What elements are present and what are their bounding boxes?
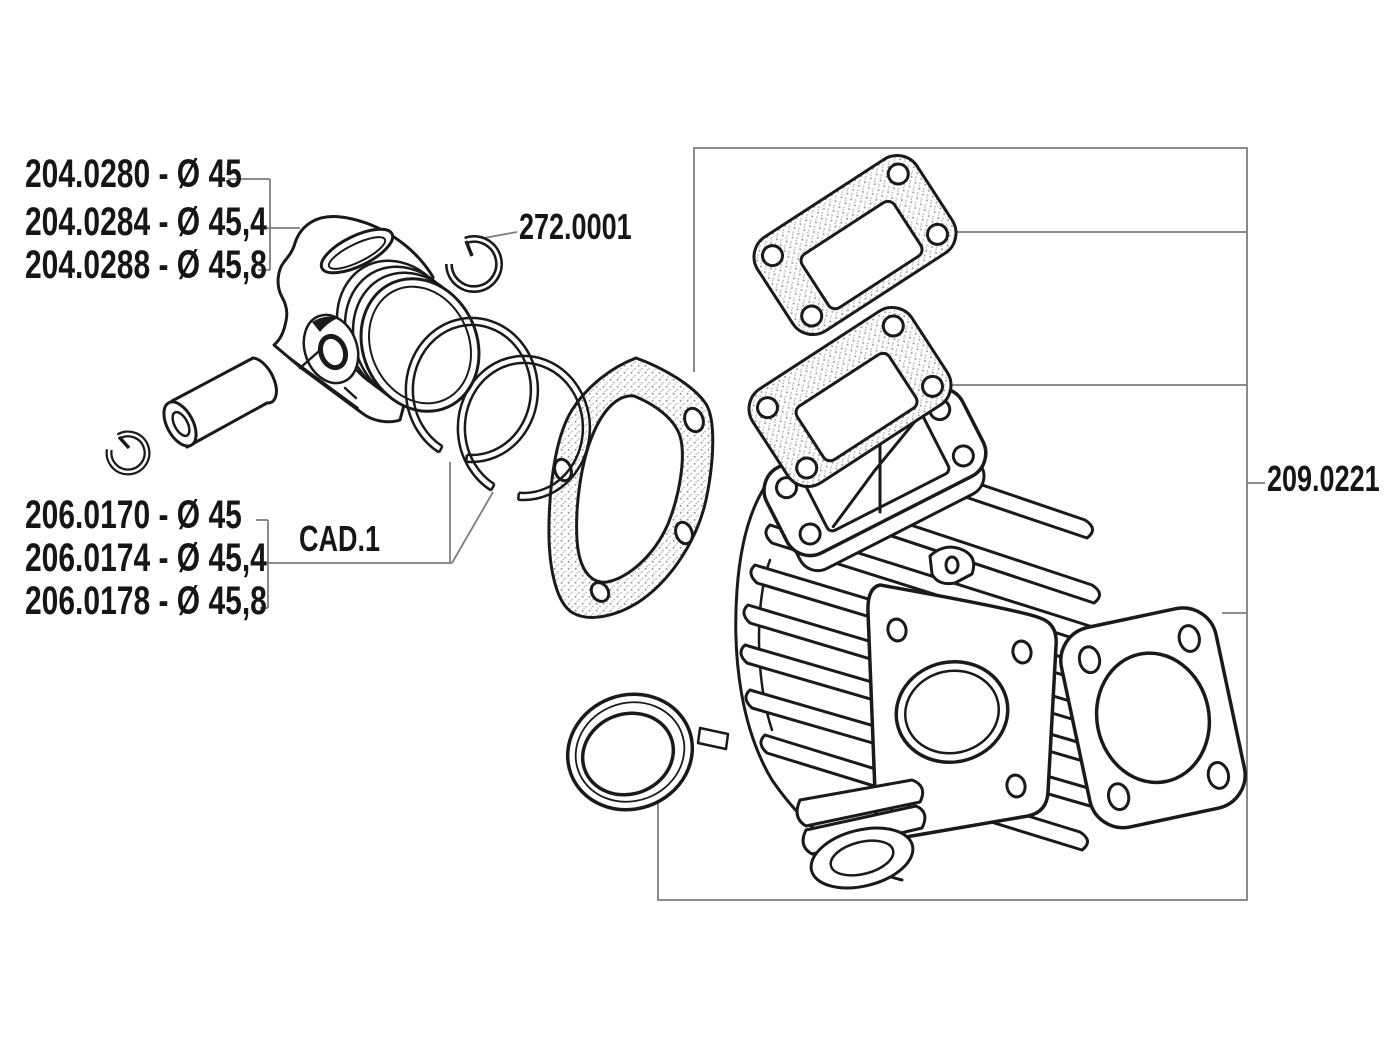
wrist-pin-drawing <box>162 356 278 449</box>
piston-ring-1-drawing <box>404 316 540 464</box>
label-ring-206-0178: 206.0178 - Ø 45,8 <box>25 579 267 623</box>
base-gasket-drawing <box>547 356 715 619</box>
label-ring-206-0174: 206.0174 - Ø 45,4 <box>25 536 267 580</box>
leader-lines <box>228 147 1265 901</box>
reed-gasket-top-drawing <box>752 153 958 337</box>
label-piston-204-0288: 204.0288 - Ø 45,8 <box>25 243 267 287</box>
piston-ring-2-drawing <box>456 354 592 502</box>
reed-gasket-bottom-drawing <box>747 305 953 489</box>
circlip-large-drawing <box>445 235 503 293</box>
label-ring-206-0170: 206.0170 - Ø 45 <box>25 493 242 537</box>
label-piston-204-0284: 204.0284 - Ø 45,4 <box>25 200 267 244</box>
cylinder-drawing <box>696 386 1109 890</box>
label-circlip-272-0001: 272.0001 <box>519 206 632 247</box>
label-piston-204-0280: 204.0280 - Ø 45 <box>25 152 242 196</box>
circlip-small-drawing <box>105 430 151 476</box>
head-gasket-drawing <box>1059 606 1247 830</box>
label-gasket-set-209-0221: 209.0221 <box>1267 458 1380 499</box>
exhaust-oring-drawing <box>565 692 695 812</box>
piston-drawing <box>272 215 481 424</box>
label-cad-1: CAD.1 <box>299 518 381 559</box>
